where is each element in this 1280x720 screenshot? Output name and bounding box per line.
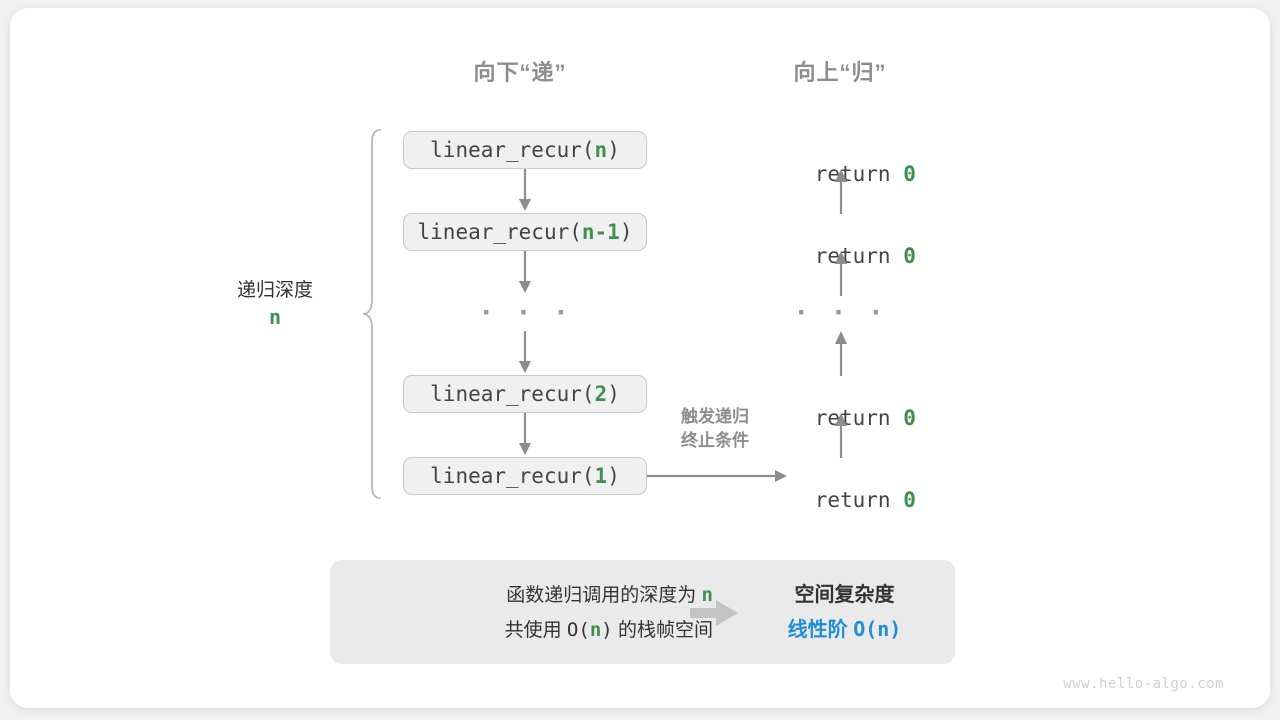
summary-line-2-mono-b: ) — [601, 619, 613, 641]
return-statement: return 0 — [740, 138, 940, 210]
call-frame-suffix: ) — [607, 382, 620, 406]
termination-note-line2: 终止条件 — [681, 431, 749, 450]
heading-downward-recursion: 向下“递” — [473, 60, 567, 85]
return-statement: return 0 — [740, 220, 940, 292]
summary-line-2-accent: n — [589, 619, 602, 641]
recursion-depth-label: 递归深度 n — [195, 278, 355, 330]
call-frame-prefix: linear_recur( — [430, 382, 595, 406]
call-frame-suffix: ) — [607, 464, 620, 488]
arrow-up-icon — [835, 331, 847, 376]
call-frame-box: linear_recur(2) — [403, 375, 647, 413]
termination-condition-note: 触发递归 终止条件 — [650, 405, 780, 453]
call-frame-suffix: ) — [607, 138, 620, 162]
return-keyword: return — [814, 162, 904, 186]
recursion-depth-title: 递归深度 — [236, 280, 313, 301]
call-frame-box: linear_recur(1) — [403, 457, 647, 495]
watermark: www.hello-algo.com — [1063, 676, 1224, 692]
call-frame-box: linear_recur(n-1) — [403, 213, 647, 251]
summary-panel: 函数递归调用的深度为 n 共使用 O(n) 的栈帧空间 空间复杂度 线性阶 O(… — [330, 560, 955, 664]
call-frame-arg: 2 — [594, 382, 608, 406]
summary-line-2-text-b: 的栈帧空间 — [612, 620, 713, 641]
call-frame-prefix: linear_recur( — [430, 464, 595, 488]
space-complexity-order-text: 线性阶 — [787, 619, 854, 641]
call-frame-prefix: linear_recur( — [430, 138, 595, 162]
return-value: 0 — [903, 406, 916, 430]
arrow-down-icon — [519, 169, 531, 211]
space-complexity-value: 线性阶 O(n) — [752, 612, 937, 647]
termination-note-line1: 触发递归 — [681, 407, 749, 426]
call-frame-arg: n — [594, 138, 608, 162]
return-keyword: return — [814, 406, 904, 430]
arrow-down-icon — [519, 413, 531, 455]
recursion-depth-brace-icon — [362, 129, 381, 499]
space-complexity-title: 空间复杂度 — [794, 584, 895, 606]
call-frame-suffix: ) — [619, 220, 633, 244]
space-complexity-notation: O(n) — [853, 617, 902, 641]
return-statement: return 0 — [740, 382, 940, 454]
arrow-up-icon — [835, 251, 847, 296]
arrow-up-icon — [835, 413, 847, 458]
return-value: 0 — [903, 488, 916, 512]
call-frame-arg: 1 — [594, 464, 608, 488]
summary-line-2-text-a: 共使用 — [504, 620, 567, 641]
summary-line-2-mono-a: O( — [566, 619, 590, 641]
summary-line-1: 函数递归调用的深度为 n — [358, 578, 713, 613]
call-frame-box: linear_recur(n) — [403, 131, 647, 169]
summary-line-2: 共使用 O(n) 的栈帧空间 — [358, 613, 713, 648]
summary-left-text: 函数递归调用的深度为 n 共使用 O(n) 的栈帧空间 — [358, 578, 713, 648]
call-frame-prefix: linear_recur( — [417, 220, 582, 244]
right-block-arrow-icon — [690, 600, 738, 626]
return-chain-ellipsis: · · · — [793, 298, 887, 328]
summary-line-1-text: 函数递归调用的深度为 — [506, 585, 702, 606]
return-keyword: return — [814, 488, 904, 512]
arrow-right-icon — [647, 470, 787, 482]
call-chain-ellipsis: · · · — [478, 298, 572, 328]
summary-right-text: 空间复杂度 线性阶 O(n) — [752, 578, 937, 647]
heading-upward-return: 向上“归” — [793, 60, 887, 85]
return-value: 0 — [903, 244, 916, 268]
summary-line-1-accent: n — [701, 584, 713, 606]
call-frame-arg: n-1 — [581, 220, 620, 244]
return-statement: return 0 — [740, 464, 940, 536]
arrow-down-icon — [519, 331, 531, 373]
return-keyword: return — [814, 244, 904, 268]
arrow-down-icon — [519, 251, 531, 293]
recursion-depth-value: n — [268, 305, 282, 329]
arrow-up-icon — [835, 169, 847, 214]
return-value: 0 — [903, 162, 916, 186]
